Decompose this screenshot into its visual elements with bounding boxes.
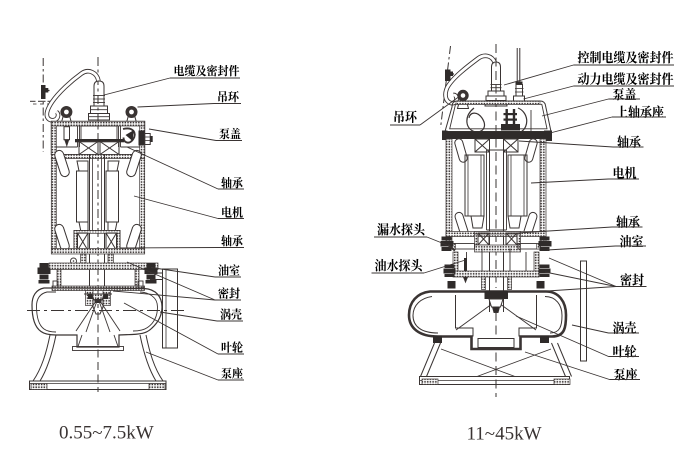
svg-text:0.55~7.5kW: 0.55~7.5kW: [59, 423, 154, 444]
svg-text:11~45kW: 11~45kW: [467, 424, 542, 445]
